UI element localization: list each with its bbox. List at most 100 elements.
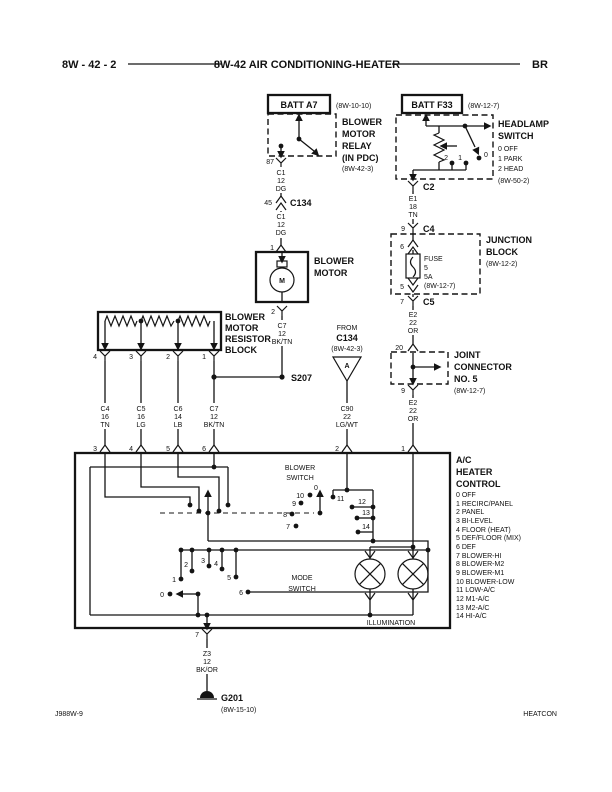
e2-wire-upper: 7 C5 E2 22 OR 20 xyxy=(395,294,435,352)
resistor-block-label: RESISTOR xyxy=(225,334,271,344)
resistor-pin: 1 xyxy=(202,354,206,361)
joint-connector-label: JOINT xyxy=(454,350,481,360)
resistor-block-label: BLOCK xyxy=(225,345,257,355)
batt-f33-feed: BATT F33 (8W-12-7) xyxy=(400,93,499,115)
control-title: A/C xyxy=(456,455,472,465)
header-title: 8W-42 AIR CONDITIONING-HEATER xyxy=(214,59,400,71)
blower-contact: 13 xyxy=(362,510,370,517)
control-legend-item: 8 BLOWER-M2 xyxy=(456,561,504,568)
control-legend-item: 4 FLOOR (HEAT) xyxy=(456,527,511,534)
control-pin-in: 6 xyxy=(202,446,206,453)
blower-wiper-position: 0 xyxy=(314,485,318,492)
blower-contact: 11 xyxy=(337,496,344,503)
headlamp-switch-label: SWITCH xyxy=(498,131,534,141)
wire-c1-circuit: C1 xyxy=(277,214,286,221)
joint-connector-ref: (8W-12-7) xyxy=(454,388,485,395)
relay-label-line: (IN PDC) xyxy=(342,153,379,163)
wire-c7-gauge: 12 xyxy=(210,414,218,421)
header-page-number: 8W - 42 - 2 xyxy=(62,59,116,71)
relay-label-line: BLOWER xyxy=(342,117,382,127)
headlamp-contact: 2 xyxy=(444,155,448,162)
batt-f33-label: BATT F33 xyxy=(411,100,452,110)
c134-label: C134 xyxy=(290,198,312,208)
control-legend-item: 11 LOW-A/C xyxy=(456,587,495,594)
control-legend-item: 12 M1-A/C xyxy=(456,596,489,603)
wire-c7-color: BK/TN xyxy=(204,422,225,429)
control-pin-in: 3 xyxy=(93,446,97,453)
headlamp-contact: 1 xyxy=(458,155,462,162)
relay-ref: (8W-42-3) xyxy=(342,166,373,173)
control-title: CONTROL xyxy=(456,479,501,489)
joint-pin-out: 9 xyxy=(401,388,405,395)
batt-f33-ref: (8W-12-7) xyxy=(468,103,499,110)
control-legend-item: 0 OFF xyxy=(456,492,476,499)
c2-label: C2 xyxy=(423,182,435,192)
blower-feed-wire: C1 12 DG 45 C134 C1 12 DG 1 xyxy=(264,157,312,253)
wire-c1-gauge: 12 xyxy=(277,222,285,229)
wire-z3-gauge: 12 xyxy=(203,659,211,666)
relay-pin-87: 87 xyxy=(266,159,274,166)
from-c134-offpage: FROM C134 (8W-42-3) A C90 22 LG/WT 2 xyxy=(329,325,365,453)
fuse-rating: 5A xyxy=(424,274,433,281)
batt-a7-feed: BATT A7 (8W-10-10) xyxy=(266,93,371,115)
blower-switch-label: BLOWER xyxy=(285,465,315,472)
control-legend-item: 6 DEF xyxy=(456,544,476,551)
wire-c7-circuit: C7 xyxy=(278,323,287,330)
control-pin-illum: 1 xyxy=(401,446,405,453)
junction-block-label: BLOCK xyxy=(486,247,518,257)
blower-contact: 10 xyxy=(296,493,304,500)
relay-label-line: MOTOR xyxy=(342,129,376,139)
junction-block-label: JUNCTION xyxy=(486,235,532,245)
joint-connector-label: NO. 5 xyxy=(454,374,478,384)
wire-c6-circuit: C6 xyxy=(174,406,183,413)
blower-motor-resistor-block: BLOWER MOTOR RESISTOR BLOCK 4 3 2 1 xyxy=(93,310,271,362)
footer-tag: HEATCON xyxy=(523,711,557,718)
joint-connector-no5: JOINT CONNECTOR NO. 5 (8W-12-7) 9 E2 22 … xyxy=(390,350,512,453)
splice-s207: S207 xyxy=(211,373,312,383)
resistor-pin: 4 xyxy=(93,354,97,361)
wire-c90-color: LG/WT xyxy=(336,422,359,429)
mode-contact: 0 xyxy=(160,592,164,599)
wire-e2-color: OR xyxy=(408,416,419,423)
header: 8W - 42 - 2 8W-42 AIR CONDITIONING-HEATE… xyxy=(62,59,548,71)
wire-c1-circuit: C1 xyxy=(277,170,286,177)
resistor-block-label: MOTOR xyxy=(225,323,259,333)
headlamp-position: 1 PARK xyxy=(498,156,523,163)
c4-cavity: 9 xyxy=(401,226,405,233)
ground-circuit: 7 Z3 12 BK/OR G201 (8W-15-10) xyxy=(191,628,256,714)
relay-label-line: RELAY xyxy=(342,141,372,151)
wire-c4-color: TN xyxy=(100,422,109,429)
junction-block-ref: (8W-12-2) xyxy=(486,261,517,268)
joint-connector-label: CONNECTOR xyxy=(454,362,512,372)
fuse-number: 5 xyxy=(424,265,428,272)
wire-c6-color: LB xyxy=(174,422,183,429)
resistor-block-label: BLOWER xyxy=(225,312,265,322)
wire-z3-color: BK/OR xyxy=(196,667,218,674)
junction-pin-in: 6 xyxy=(400,244,404,251)
wire-e2-gauge: 22 xyxy=(409,408,417,415)
mode-contact: 2 xyxy=(184,562,188,569)
headlamp-switch-ref: (8W-50-2) xyxy=(498,178,529,185)
wire-c90-circuit: C90 xyxy=(341,406,354,413)
motor-symbol: M xyxy=(279,278,285,285)
wire-e2-color: OR xyxy=(408,328,419,335)
wire-c5-circuit: C5 xyxy=(137,406,146,413)
c5-cavity: 7 xyxy=(400,299,404,306)
fuse-ref: (8W-12-7) xyxy=(424,283,455,290)
blower-switch: BLOWER SWITCH 10 9 8 7 0 11 12 13 14 xyxy=(160,453,376,544)
control-legend-item: 2 PANEL xyxy=(456,509,484,516)
mode-contact: 1 xyxy=(172,577,176,584)
mode-switch-label: MODE xyxy=(292,575,313,582)
mode-contact: 6 xyxy=(239,590,243,597)
mode-contact: 5 xyxy=(227,575,231,582)
wire-c1-gauge: 12 xyxy=(277,178,285,185)
blower-motor-label: BLOWER xyxy=(314,256,354,266)
control-legend-item: 10 BLOWER-LOW xyxy=(456,579,515,586)
control-pin-in: 5 xyxy=(166,446,170,453)
wire-e1-color: TN xyxy=(408,212,417,219)
c4-label: C4 xyxy=(423,224,435,234)
mode-switch: 0 1 2 3 4 5 6 MODE SWITCH xyxy=(160,547,431,615)
illumination-feed-wire: C2 E1 18 TN 9 C4 xyxy=(401,180,435,241)
